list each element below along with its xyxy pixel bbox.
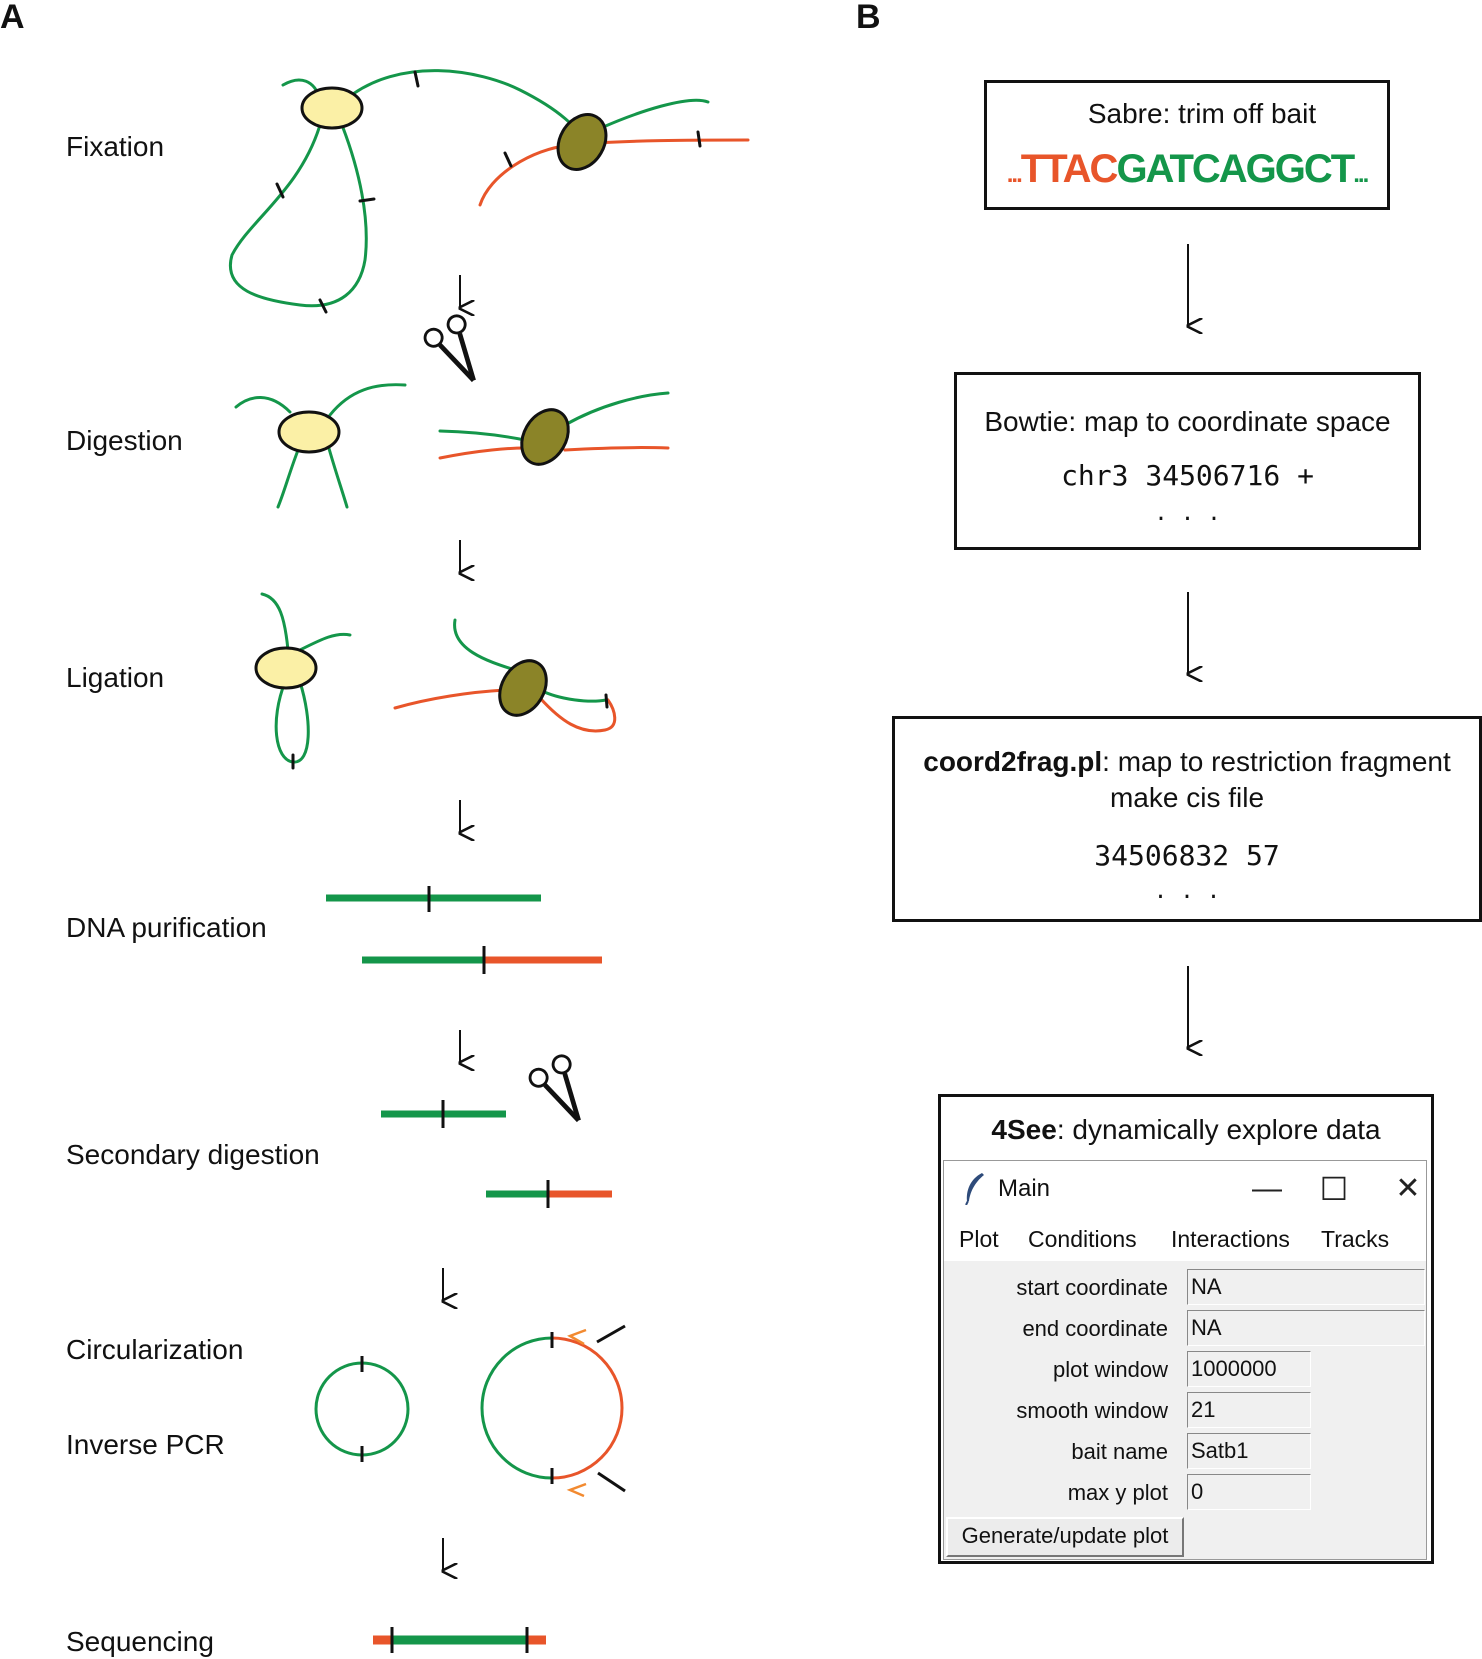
yellow-protein-1 [300, 86, 364, 130]
step-label-inverse-pcr: Inverse PCR [66, 1429, 225, 1460]
scissors-icon [528, 1054, 581, 1123]
bowtie-title: Bowtie: map to coordinate space [984, 406, 1391, 437]
max-y-plot-label: max y plot [1067, 1480, 1168, 1505]
sabre-box: Sabre: trim off bait ...TTACGATCAGGCT... [984, 80, 1390, 210]
olive-protein-2 [520, 408, 570, 466]
start-coordinate-label: start coordinate [1016, 1275, 1168, 1300]
step-label-fixation: Fixation [66, 131, 165, 162]
fixation-illustration [228, 69, 750, 314]
sequencing-illustration [373, 1627, 546, 1653]
circularization-illustration [314, 1324, 626, 1498]
close-icon[interactable]: ✕ [1395, 1172, 1421, 1205]
foursee-title-rest: : dynamically explore data [1056, 1114, 1381, 1145]
yellow-protein-3 [254, 646, 318, 690]
coord2frag-title: coord2frag.pl: map to restriction fragme… [895, 745, 1479, 779]
panel-a-letter: A [0, 0, 25, 36]
window-titlebar: Main — ☐ ✕ [944, 1161, 1426, 1217]
plot-window-field[interactable]: 1000000 [1187, 1351, 1311, 1387]
coord2frag-title-line2: make cis file [1109, 782, 1265, 813]
seq-left-dots: ... [1006, 161, 1023, 188]
secondary-digestion-illustration [381, 1100, 612, 1208]
seq-green-part: GATCAGGCT [1116, 147, 1355, 191]
step-label-secondary-digestion: Secondary digestion [66, 1139, 320, 1170]
plot-window-label: plot window [1053, 1357, 1168, 1382]
foursee-title: 4See: dynamically explore data [941, 1113, 1431, 1147]
scissors-icon [423, 314, 476, 383]
digestion-illustration [234, 383, 670, 509]
olive-protein-1 [556, 113, 608, 171]
minimize-icon[interactable]: — [1252, 1172, 1282, 1205]
generate-update-plot-button[interactable]: Generate/update plot [946, 1517, 1184, 1557]
bowtie-box: Bowtie: map to coordinate space chr3 345… [954, 372, 1421, 550]
coord2frag-script-name: coord2frag.pl [923, 746, 1103, 777]
smooth-window-field[interactable]: 21 [1187, 1392, 1311, 1428]
menu-conditions[interactable]: Conditions [1028, 1226, 1137, 1252]
bowtie-output: chr3 34506716 + [1061, 459, 1314, 492]
end-coordinate-field[interactable]: NA [1187, 1310, 1425, 1346]
end-coordinate-label: end coordinate [1022, 1316, 1168, 1341]
maximize-icon[interactable]: ☐ [1319, 1171, 1349, 1207]
coord2frag-box: coord2frag.pl: map to restriction fragme… [892, 716, 1482, 922]
panel-b-letter: B [856, 0, 881, 36]
seq-right-dots: ... [1353, 161, 1369, 188]
start-coordinate-field[interactable]: NA [1187, 1269, 1425, 1305]
menu-plot[interactable]: Plot [959, 1226, 999, 1252]
menu-bar: Plot Conditions Interactions Tracks [944, 1217, 1426, 1261]
step-label-ligation: Ligation [66, 662, 165, 693]
step-label-dna-purification: DNA purification [66, 912, 267, 943]
menu-tracks[interactable]: Tracks [1321, 1226, 1390, 1252]
bait-name-field[interactable]: Satb1 [1187, 1433, 1311, 1469]
window-title: Main [998, 1175, 1051, 1202]
yellow-protein-2 [277, 410, 341, 454]
coord2frag-more: . . . [1153, 879, 1221, 904]
ligation-illustration [254, 592, 617, 770]
dna-purification-illustration [326, 886, 602, 974]
menu-interactions[interactable]: Interactions [1171, 1226, 1290, 1252]
sabre-title: Sabre: trim off bait [1087, 98, 1317, 129]
step-label-sequencing: Sequencing [66, 1626, 214, 1657]
max-y-plot-field[interactable]: 0 [1187, 1474, 1311, 1510]
coord2frag-title-rest: : map to restriction fragment [1102, 746, 1451, 777]
seq-orange-part: TTAC [1020, 147, 1119, 191]
step-label-circularization: Circularization [66, 1334, 244, 1365]
bowtie-more: . . . [1154, 501, 1221, 526]
tk-main-window: Main — ☐ ✕ Plot Conditions Interactions … [943, 1160, 1427, 1560]
coord2frag-output: 34506832 57 [1094, 839, 1280, 872]
feather-icon [965, 1173, 984, 1205]
foursee-tool-name: 4See [991, 1114, 1057, 1145]
olive-protein-3 [498, 659, 548, 717]
step-label-digestion: Digestion [66, 425, 183, 456]
smooth-window-label: smooth window [1016, 1398, 1168, 1423]
bait-name-label: bait name [1071, 1439, 1168, 1464]
bait-sequence: ...TTACGATCAGGCT... [987, 147, 1387, 197]
